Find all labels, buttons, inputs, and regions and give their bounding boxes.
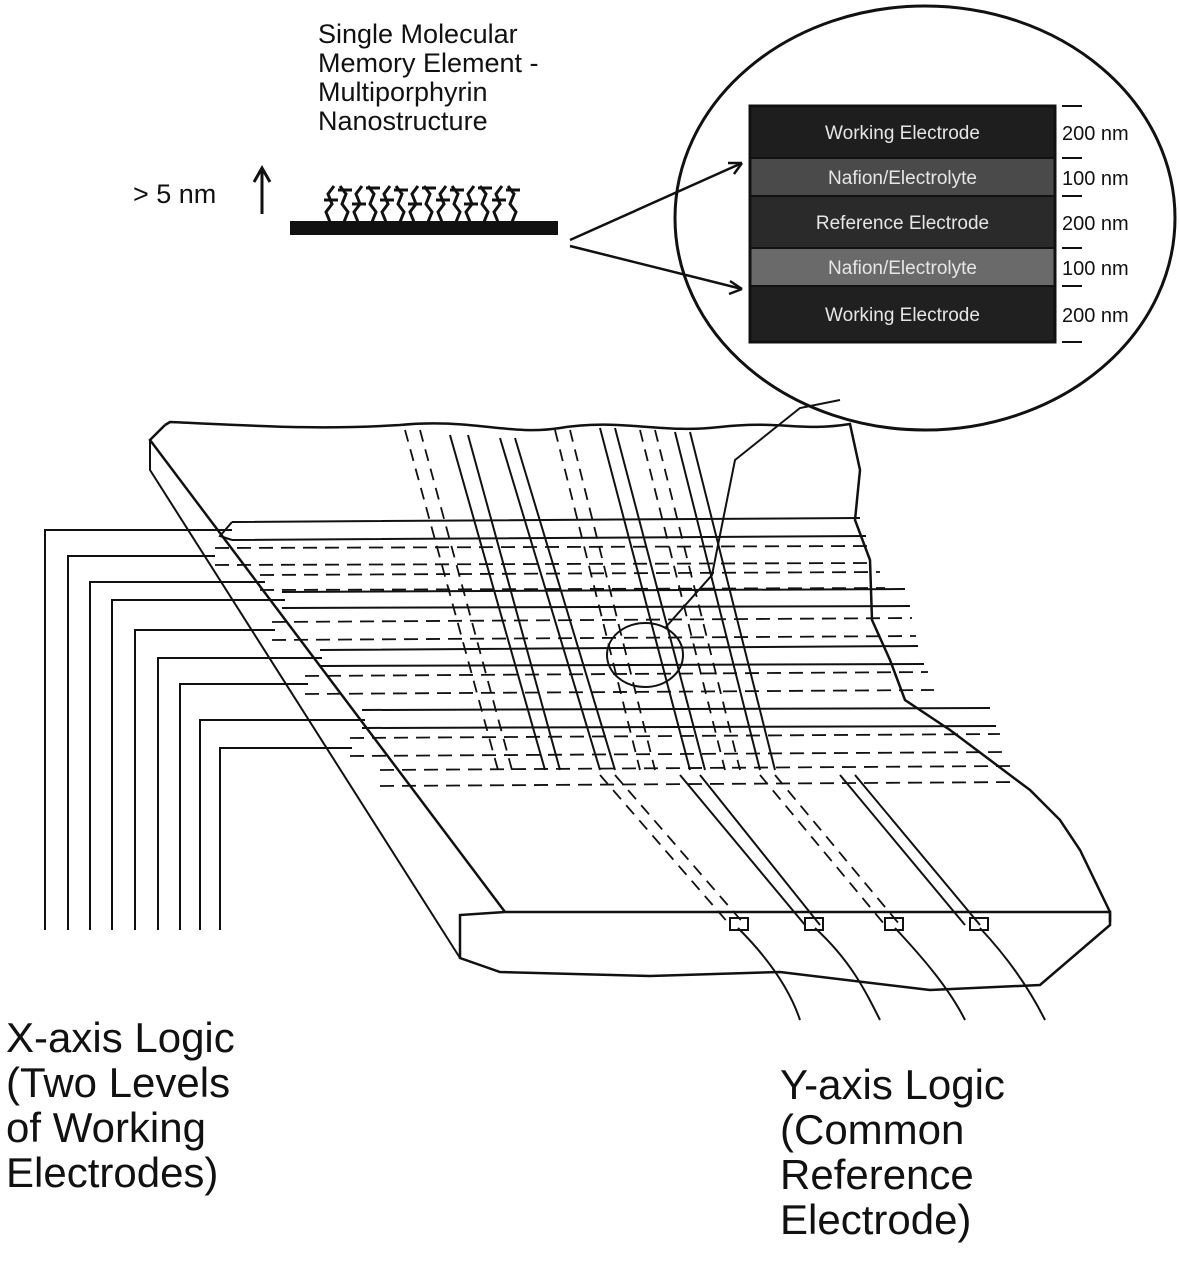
- stack-layer-name: Nafion/Electrolyte: [828, 258, 977, 279]
- zoom-arrow-lower: [569, 244, 743, 291]
- height-arrow: [252, 164, 272, 214]
- molecule-height-label: > 5 nm: [133, 179, 217, 209]
- layer-stack: Working Electrode 200 nm Nafion/Electrolyt…: [748, 104, 1129, 344]
- substrate-bar: [290, 221, 558, 235]
- cell-to-zoom-line: [664, 399, 841, 629]
- x-electrode-strips: [214, 517, 1021, 787]
- stack-layer-name: Reference Electrode: [816, 213, 989, 234]
- x-axis-logic-label: X-axis Logic (Two Levels of Working Elec…: [6, 1014, 235, 1196]
- stack-layer-thickness: 100 nm: [1062, 258, 1129, 280]
- stack-layer-thickness: 200 nm: [1062, 213, 1129, 235]
- stack-outline: [748, 104, 1057, 344]
- molecule-title: Single Molecular Memory Element - Multip…: [318, 19, 539, 136]
- magnified-circle: [673, 4, 1177, 432]
- y-axis-wires: [729, 917, 1046, 1021]
- stack-layer-name: Nafion/Electrolyte: [828, 168, 977, 189]
- zoom-arrow-upper: [569, 161, 743, 242]
- x-axis-wires: [44, 529, 365, 930]
- y-axis-logic-label: Y-axis Logic (Common Reference Electrode…: [780, 1061, 1005, 1243]
- stack-layer-thickness: 200 nm: [1062, 305, 1129, 327]
- y-electrode-strips: [404, 427, 981, 926]
- selected-memory-cell: [606, 622, 684, 688]
- stack-layer-name: Working Electrode: [825, 305, 980, 326]
- slab-top-outline: [164, 420, 1112, 922]
- stack-layer-thickness: 200 nm: [1062, 123, 1129, 145]
- stack-layer-thickness: 100 nm: [1062, 168, 1129, 190]
- slab-front-face: [458, 910, 1112, 992]
- porphyrin-molecules: [324, 185, 520, 223]
- stack-layer-name: Working Electrode: [825, 123, 980, 144]
- slab-left-edge: [148, 424, 506, 913]
